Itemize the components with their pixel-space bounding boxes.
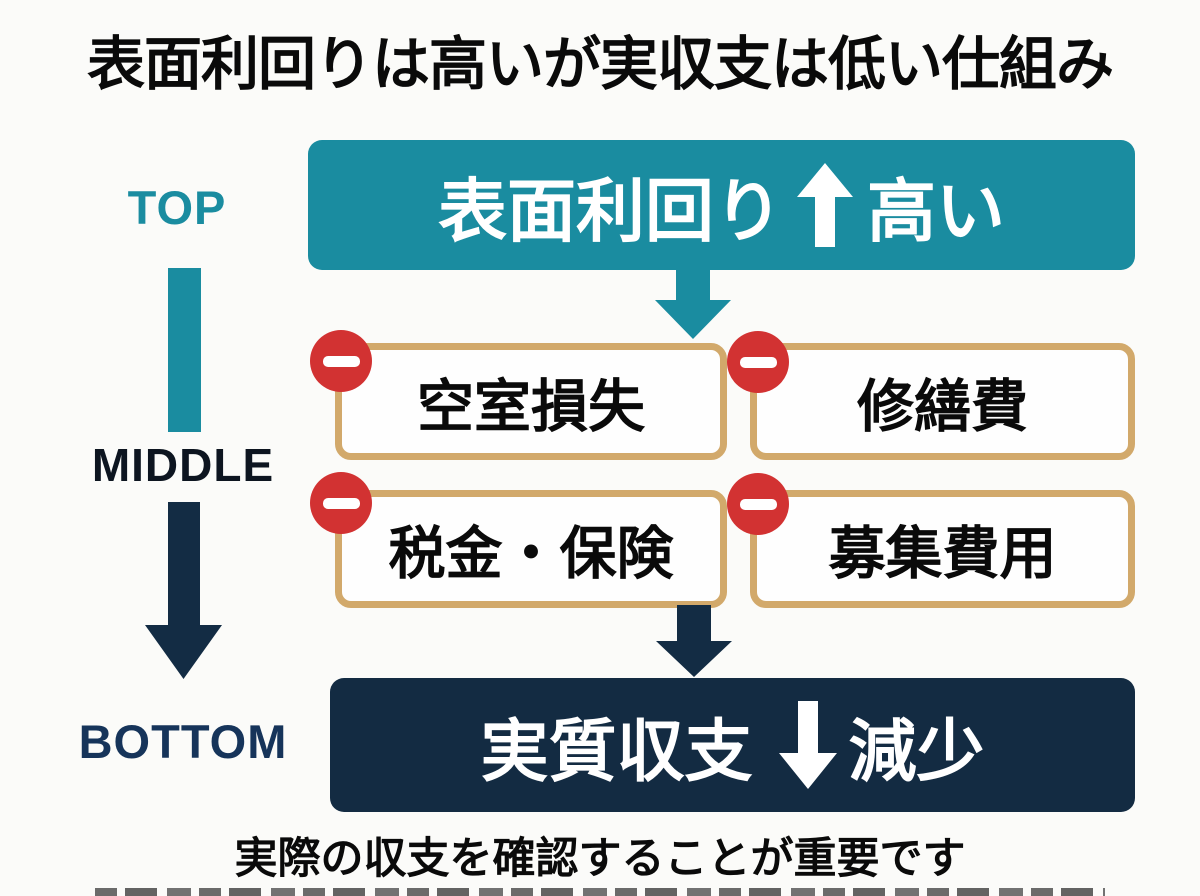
minus-icon <box>727 473 789 535</box>
rail-label-top: TOP <box>127 181 227 234</box>
minus-icon <box>310 472 372 534</box>
net-balance-box: 実質収支 減少 <box>330 678 1135 812</box>
page-title: 表面利回りは高いが実収支は低い仕組み <box>86 32 1114 97</box>
deduction-box-recruiting-cost: 募集費用 <box>750 490 1135 608</box>
minus-bar <box>739 498 777 510</box>
surface-yield-high-label: 高い <box>867 173 1005 250</box>
net-balance-label: 実質収支 <box>480 713 753 790</box>
down-arrow-icon <box>655 269 731 339</box>
surface-yield-box: 表面利回り 高い <box>308 140 1135 270</box>
cutoff-text-strip <box>95 888 1105 896</box>
rail-label-bottom: BOTTOM <box>78 715 288 768</box>
minus-icon <box>727 331 789 393</box>
rail-connector-bar <box>168 268 201 432</box>
minus-icon <box>310 330 372 392</box>
rail-label-middle: MIDDLE <box>91 439 275 491</box>
down-arrow-icon <box>778 701 837 789</box>
down-arrow-icon <box>145 502 222 679</box>
minus-bar <box>739 356 777 368</box>
deduction-label: 税金・保険 <box>388 522 674 586</box>
surface-yield-label: 表面利回り <box>438 173 783 250</box>
net-balance-decrease-label: 減少 <box>848 713 985 790</box>
up-arrow-icon <box>797 163 853 247</box>
deduction-label: 空室損失 <box>417 374 645 439</box>
footer-caption: 実際の収支を確認することが重要です <box>234 835 966 883</box>
deduction-box-repair-cost: 修繕費 <box>750 343 1135 460</box>
down-arrow-icon <box>656 605 732 677</box>
deduction-label: 修繕費 <box>857 374 1028 439</box>
minus-bar <box>322 497 360 509</box>
deduction-box-vacancy-loss: 空室損失 <box>335 343 727 460</box>
minus-bar <box>322 355 360 367</box>
deduction-box-tax-insurance: 税金・保険 <box>335 490 727 608</box>
deduction-label: 募集費用 <box>828 522 1057 586</box>
